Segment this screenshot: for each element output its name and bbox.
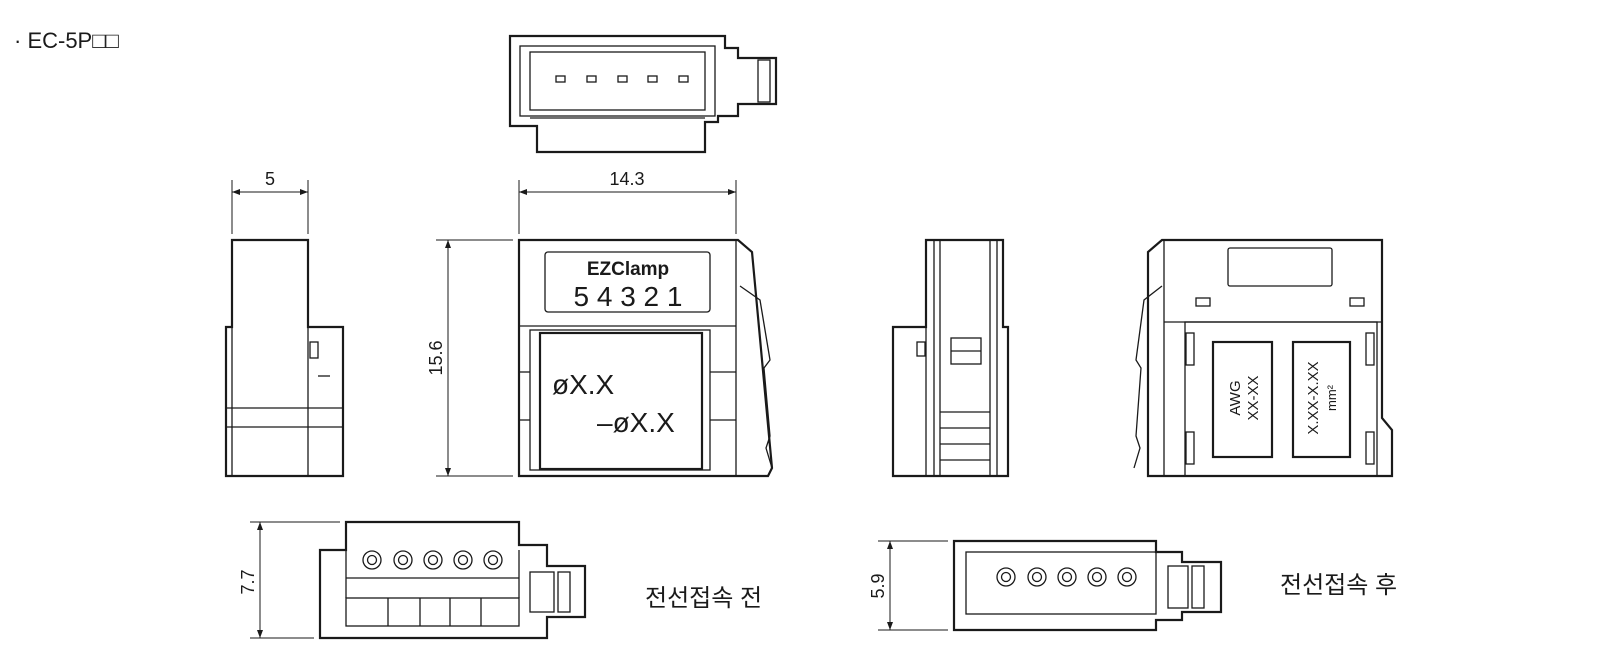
awg-value-label: XX-XX	[1245, 375, 1262, 420]
awg-label: AWG	[1227, 380, 1244, 415]
dim-bottom-after-height: 5.9	[868, 540, 948, 631]
dim-bottom-before-label: 7.7	[238, 569, 258, 594]
dim-side-width-label: 5	[265, 169, 275, 189]
caption-after: 전선접속 후	[1280, 572, 1397, 599]
side-view-left	[224, 238, 345, 478]
bottom-before-holes	[362, 550, 503, 570]
dim-front-width: 14.3	[518, 169, 737, 234]
dim-bottom-before-height: 7.7	[238, 521, 340, 639]
dim-front-height: 15.6	[426, 239, 513, 477]
dim-side-width: 5	[231, 169, 309, 234]
front-view	[517, 238, 774, 478]
dim-bottom-after-label: 5.9	[868, 573, 888, 598]
dim-front-width-label: 14.3	[609, 169, 644, 189]
mm-value-label: X.XX-X.XX	[1305, 361, 1322, 434]
pin-number-label: 5 4 3 2 1	[574, 281, 683, 312]
bottom-view-before	[318, 520, 587, 640]
mm-unit-label: mm²	[1324, 384, 1339, 411]
top-view	[508, 34, 778, 154]
back-view	[1133, 238, 1394, 478]
caption-before: 전선접속 전	[645, 585, 762, 612]
page-title: · EC-5P□□	[14, 28, 119, 53]
brand-label: EZClamp	[587, 259, 669, 280]
diameter-top-label: øX.X	[552, 369, 615, 400]
diameter-bottom-label: –øX.X	[597, 407, 675, 438]
top-pin-slots	[555, 75, 689, 83]
bottom-after-holes	[996, 567, 1137, 587]
bottom-view-after	[952, 539, 1223, 632]
dim-front-height-label: 15.6	[426, 340, 446, 375]
side-view-right	[891, 238, 1010, 478]
